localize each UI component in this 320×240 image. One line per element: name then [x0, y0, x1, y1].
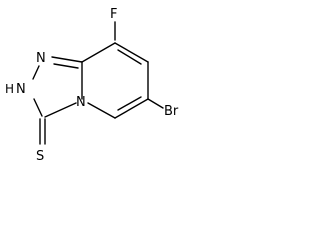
sulfur-label: S [36, 149, 44, 164]
bond-c8a-c8 [81, 42, 116, 63]
nitrogen-4-label: N [76, 95, 86, 110]
bond-c8a-n1-inner [53, 63, 79, 69]
bond-c8a-n1 [51, 56, 83, 63]
bond-c3-n4 [44, 102, 77, 118]
bromine-label: Br [164, 104, 179, 119]
nitrogen-1-label: N [36, 51, 46, 66]
bond-c6-br [147, 98, 164, 109]
fluorine-label: F [110, 7, 117, 22]
bond-c5-n4 [87, 102, 116, 119]
nitrogen-2-label: N [16, 82, 26, 97]
bond-c8-c7 [114, 42, 149, 63]
bond-c6-c5-inner [117, 96, 142, 111]
bond-n2-c3 [33, 98, 43, 117]
structure-canvas: F Br N H N N S [0, 0, 195, 166]
chemical-structure-diagram: F Br N H N N S [5, 7, 179, 164]
bond-c8-c7-inner [117, 49, 142, 65]
bond-c6-c5 [114, 98, 149, 119]
nitrogen-2-hydrogen-label: H [5, 82, 14, 96]
bond-n1-n2 [32, 65, 40, 80]
